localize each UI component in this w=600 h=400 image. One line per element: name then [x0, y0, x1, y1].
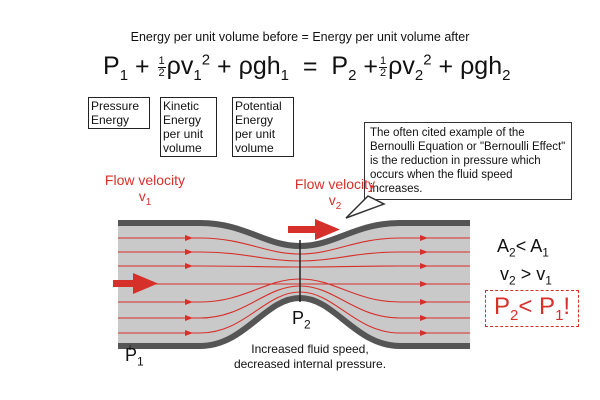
p2-label: P2 — [292, 308, 311, 332]
flow-arrow-right — [288, 219, 340, 240]
equation-title: Energy per unit volume before = Energy p… — [130, 30, 470, 44]
p1-term: P1 — [103, 52, 129, 85]
pressure-energy-label: Pressure Energy — [88, 97, 150, 129]
velocity-inequality: v2 > v1 — [500, 264, 552, 288]
kinetic-term-1: ρv12 — [166, 52, 211, 85]
kinetic-term-2: ρv22 — [388, 52, 432, 85]
potential-term-2: ρgh2 — [460, 52, 511, 85]
bernoulli-effect-callout: The often cited example of the Bernoulli… — [364, 122, 572, 200]
potential-energy-label: Potential Energy per unit volume — [232, 97, 294, 157]
potential-term-1: ρgh1 — [238, 52, 289, 85]
p1-label: P1 — [125, 345, 144, 369]
callout-pointer — [345, 195, 386, 219]
flow-velocity-right-label: Flow velocity v2 — [294, 176, 376, 212]
flow-velocity-left-label: Flow velocity v1 — [104, 172, 186, 208]
p2-term: P2 — [331, 52, 357, 85]
area-inequality: A2< A1 — [497, 236, 549, 260]
flow-arrow-left — [113, 273, 158, 294]
pressure-inequality-box: P2< P1! — [485, 290, 580, 327]
streamline-arrowheads — [185, 235, 428, 336]
kinetic-energy-label: Kinetic Energy per unit volume — [160, 97, 217, 157]
throat-caption: Increased fluid speed, decreased interna… — [233, 342, 387, 371]
